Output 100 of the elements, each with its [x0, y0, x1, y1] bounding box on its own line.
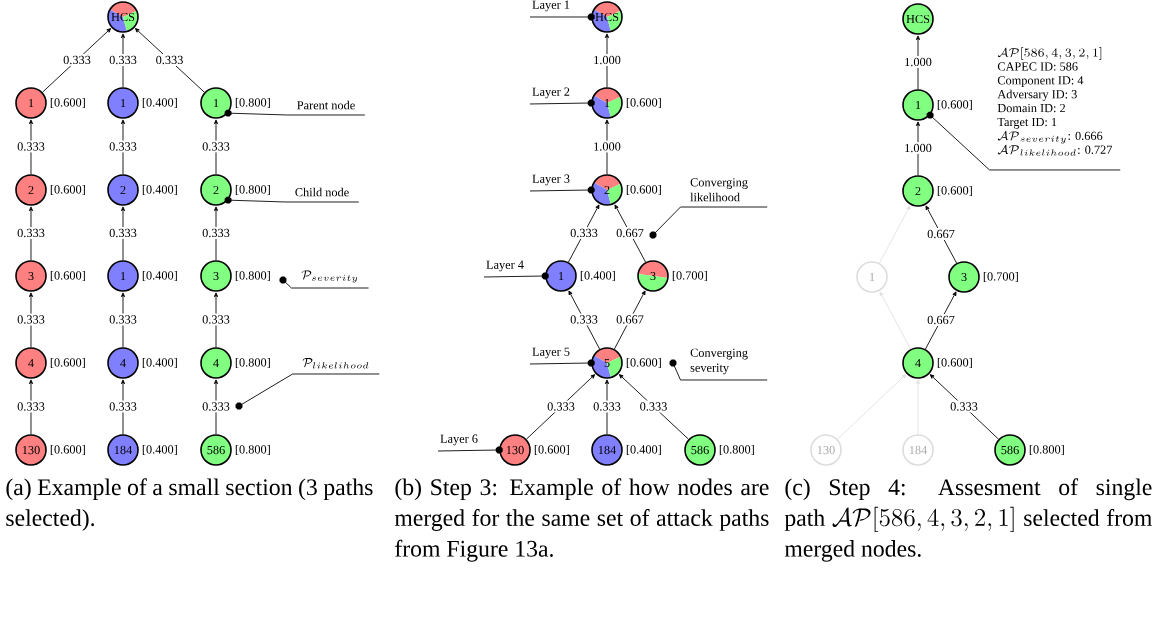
leader-line	[529, 13, 595, 21]
probability-label: [0.400]	[580, 270, 615, 282]
probability-label: [0.800]	[1029, 444, 1064, 456]
arrow	[879, 205, 911, 264]
edge-label: 0.333	[568, 227, 600, 239]
layer-label: Layer 3	[532, 174, 570, 186]
probability-label: [0.600]	[937, 99, 972, 111]
annotation-label: $\mathcal{P}_{severity}$	[301, 270, 358, 283]
edge-label: 0.667	[614, 313, 646, 326]
edge-label: 0.333	[15, 140, 47, 153]
probability-label: [0.600]	[50, 97, 85, 109]
arrow	[28, 379, 34, 435]
caption: (c) Step 4: Assesment of single path $\mathcal{AP}[586, 4, 3, 2, 1]$ selected from merged nodes.	[784, 478, 1152, 562]
probability-label: [0.800]	[235, 444, 270, 456]
probability-label: [0.400]	[142, 357, 177, 369]
probability-label: [0.600]	[626, 97, 661, 109]
probability-label: [0.600]	[937, 185, 972, 197]
label: $\mathcal{AP}[586, 4, 3, 2, 1]$	[832, 506, 1014, 533]
edge-label: 0.333	[107, 313, 139, 326]
probability-label: [0.600]	[50, 357, 85, 369]
leader-line	[926, 111, 1121, 171]
arrow	[134, 28, 205, 93]
arrow	[28, 206, 34, 261]
arrow	[837, 374, 907, 440]
layer-label: Layer 1	[532, 0, 570, 12]
arrow	[915, 379, 921, 435]
probability-label: [0.400]	[626, 444, 661, 456]
leader-line	[529, 359, 595, 367]
edge-label: 0.667	[925, 228, 957, 240]
edge-label: 0.667	[925, 314, 957, 326]
probability-label: [0.600]	[50, 270, 85, 282]
arrow	[915, 121, 921, 176]
probability-label: [0.800]	[235, 270, 270, 282]
edge-label: 0.333	[948, 400, 980, 413]
edge-label: 0.333	[591, 400, 623, 413]
probability-label: [0.600]	[50, 184, 85, 196]
edge-label: 0.333	[200, 227, 232, 239]
arrow	[604, 379, 610, 435]
arrow	[213, 379, 219, 435]
leader-line	[224, 196, 360, 204]
arrow	[526, 374, 596, 440]
label: path	[784, 509, 825, 531]
edge-label: 0.333	[545, 400, 577, 413]
edge-label: 0.333	[107, 140, 139, 153]
layer-label: Layer 6	[440, 434, 478, 446]
arrow	[213, 206, 219, 261]
probability-label: [0.600]	[50, 444, 85, 456]
label: selected from	[1024, 509, 1152, 527]
edge-label: 0.333	[61, 54, 93, 66]
edge-label: 1.000	[591, 140, 623, 153]
edge-label: 0.333	[568, 313, 600, 326]
edge-label: 0.333	[15, 400, 47, 413]
probability-label: [0.400]	[142, 184, 177, 196]
annotation-label: Converging likelihood	[690, 178, 748, 202]
caption: (b) Step 3: Example of how nodes are merged for the same set of attack paths from Figure 13a.	[394, 478, 769, 562]
probability-label: [0.400]	[142, 97, 177, 109]
probability-label: [0.400]	[142, 444, 177, 456]
arrow	[120, 292, 126, 348]
leader-line	[529, 186, 595, 194]
arrow	[929, 374, 999, 440]
edge-label: 0.333	[200, 140, 232, 153]
edge-label: 0.333	[200, 400, 232, 413]
arrow	[614, 204, 646, 263]
layer-label: Layer 5	[532, 347, 570, 359]
arrow	[120, 33, 126, 88]
probability-label: [0.600]	[626, 184, 661, 196]
edge-label: 0.333	[15, 313, 47, 326]
arrow	[925, 205, 957, 264]
arrow	[915, 35, 921, 90]
annotation-label: Parent node	[297, 100, 355, 110]
arrow	[925, 291, 957, 350]
arrow	[613, 290, 646, 350]
layer-label: Layer 4	[486, 260, 524, 272]
leader-line	[483, 272, 549, 280]
annotation-label: Child node	[295, 187, 349, 197]
probability-label: [0.400]	[142, 270, 177, 282]
arrow	[213, 119, 219, 175]
arrow	[879, 291, 911, 350]
arrow	[618, 374, 689, 440]
label: merged nodes.	[784, 540, 921, 562]
edge-label: 1.000	[591, 54, 623, 66]
probability-label: [0.600]	[534, 444, 569, 456]
label: (c) Step 4: Assesment of single	[785, 478, 1152, 501]
arrow	[604, 119, 610, 175]
arrow	[42, 28, 112, 93]
arrow	[28, 292, 34, 348]
arrow	[604, 33, 610, 88]
probability-label: [0.600]	[937, 357, 972, 369]
probability-label: [0.600]	[626, 357, 661, 369]
probability-label: [0.700]	[983, 271, 1018, 283]
caption: (a) Example of a small section (3 paths selected).	[6, 478, 373, 531]
arrow	[120, 206, 126, 261]
edge-label: 0.333	[107, 54, 139, 66]
arrow	[568, 290, 601, 350]
path-info-text: $\mathcal{AP}[586, 4, 3, 2, 1]$ CAPEC ID: 586 Component ID: 4 Adversary ID: 3 Domain ID: 2 Target ID: 1 $\mathcal{AP}_{severity}\textrm{: 0.666}$ $\mathcal{AP}_{likelihood}\textrm{: 0.727}$	[997, 47, 1113, 156]
edge-label: 0.333	[15, 227, 47, 239]
edge-label: 0.333	[107, 400, 139, 413]
edge-label: 0.333	[200, 313, 232, 326]
leader-line	[279, 276, 369, 289]
probability-label: [0.800]	[235, 184, 270, 196]
